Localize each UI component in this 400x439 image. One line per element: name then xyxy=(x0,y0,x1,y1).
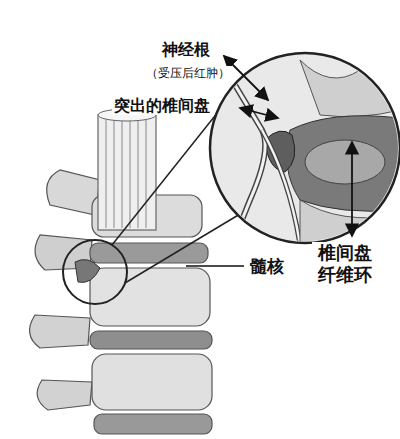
note-label: （受压后红肿） xyxy=(144,66,232,80)
part-label: 髓核 xyxy=(248,256,286,276)
part-label: 椎间盘 纤维环 xyxy=(312,242,378,285)
part-label: 神经根 xyxy=(160,40,212,59)
part-label: 突出的椎间盘 xyxy=(112,96,212,115)
